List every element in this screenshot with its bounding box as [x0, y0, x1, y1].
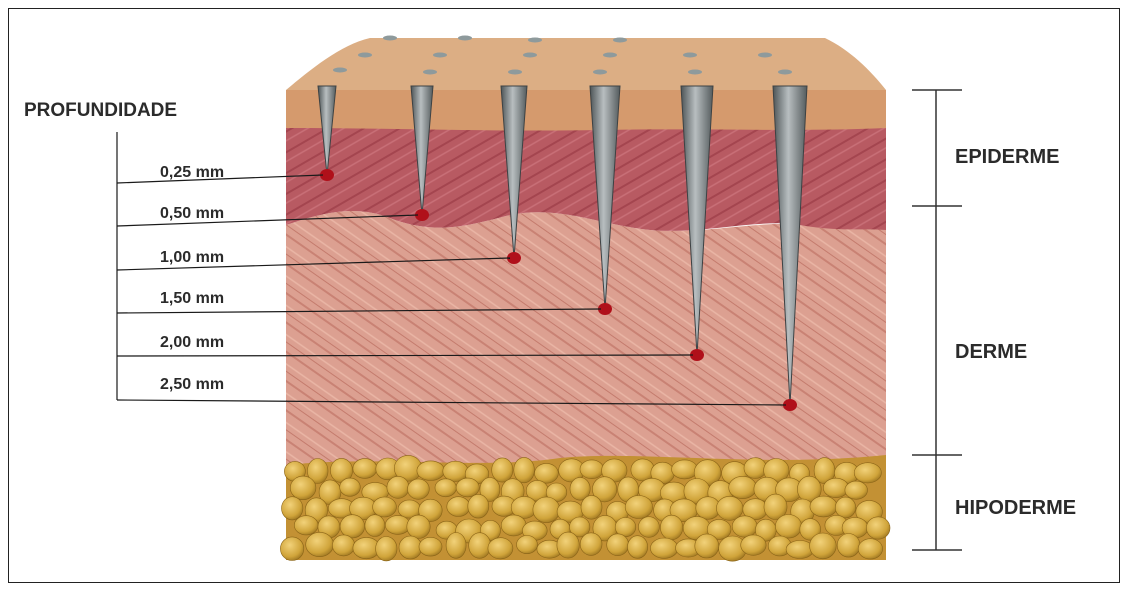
- fat-globule: [607, 534, 629, 556]
- fat-globule: [638, 517, 659, 538]
- fat-globule: [376, 537, 397, 561]
- fat-globule: [340, 478, 361, 496]
- depth-labels: 0,25 mm 0,50 mm 1,00 mm 1,50 mm 2,00 mm …: [160, 164, 224, 393]
- fat-globule: [290, 476, 316, 500]
- fat-globule: [447, 497, 470, 517]
- fat-globule: [492, 458, 513, 482]
- fat-globule: [729, 476, 757, 498]
- fat-globule: [741, 535, 766, 555]
- fat-globule: [435, 479, 456, 497]
- depth-label-1: 0,50 mm: [160, 205, 224, 222]
- fat-globule: [625, 496, 652, 519]
- fat-globule: [353, 459, 377, 479]
- depth-label-0: 0,25 mm: [160, 164, 224, 181]
- fat-globule: [332, 535, 354, 556]
- layer-label-derme: DERME: [955, 341, 1027, 363]
- fat-globules: [280, 455, 890, 561]
- fat-globule: [340, 515, 365, 538]
- fat-globule: [385, 516, 410, 535]
- fat-globule: [786, 541, 814, 559]
- fat-globule: [854, 463, 881, 483]
- fat-globule: [365, 515, 385, 537]
- fat-globule: [695, 534, 719, 558]
- fat-globule: [417, 461, 445, 481]
- fat-globule: [387, 476, 409, 498]
- fat-globule: [407, 515, 430, 538]
- depth-label-2: 1,00 mm: [160, 249, 224, 266]
- fat-globule: [837, 534, 860, 558]
- depth-label-3: 1,50 mm: [160, 290, 224, 307]
- fat-globule: [533, 497, 560, 523]
- fat-globule: [456, 478, 479, 497]
- fat-globule: [514, 457, 535, 482]
- layer-label-hipoderme: HIPODERME: [955, 497, 1076, 519]
- fat-globule: [775, 515, 801, 539]
- fat-globule: [823, 478, 848, 497]
- fat-globule: [672, 460, 698, 479]
- fat-globule: [282, 497, 303, 520]
- fat-globule: [373, 497, 397, 517]
- fat-globule: [488, 538, 513, 559]
- fat-globule: [557, 532, 579, 558]
- fat-globule: [744, 458, 767, 479]
- fat-globule: [810, 496, 837, 517]
- depth-label-5: 2,50 mm: [160, 376, 224, 393]
- fat-globule: [469, 533, 491, 559]
- fat-globule: [581, 495, 602, 519]
- fat-globule: [294, 516, 318, 535]
- fat-globule: [858, 539, 882, 559]
- fat-globule: [580, 533, 602, 556]
- fat-globule: [628, 536, 648, 559]
- fat-globule: [732, 516, 757, 537]
- fat-globule: [517, 536, 538, 554]
- fat-globule: [810, 533, 837, 559]
- depth-label-4: 2,00 mm: [160, 334, 224, 351]
- fat-globule: [468, 494, 489, 518]
- fat-globule: [399, 536, 422, 559]
- fat-globule: [419, 537, 442, 556]
- fat-globule: [866, 517, 890, 539]
- fat-globule: [408, 479, 430, 499]
- layer-label-epiderme: EPIDERME: [955, 146, 1059, 168]
- fat-globule: [580, 460, 604, 479]
- fat-globule: [306, 532, 334, 556]
- fat-globule: [835, 497, 855, 518]
- fat-globule: [280, 537, 303, 561]
- fat-globule: [845, 481, 868, 499]
- depth-title: PROFUNDIDADE: [24, 100, 177, 121]
- fat-globule: [446, 533, 466, 559]
- fat-globule: [650, 538, 678, 558]
- skin-surface-top: [286, 38, 886, 90]
- fat-globule: [660, 515, 682, 540]
